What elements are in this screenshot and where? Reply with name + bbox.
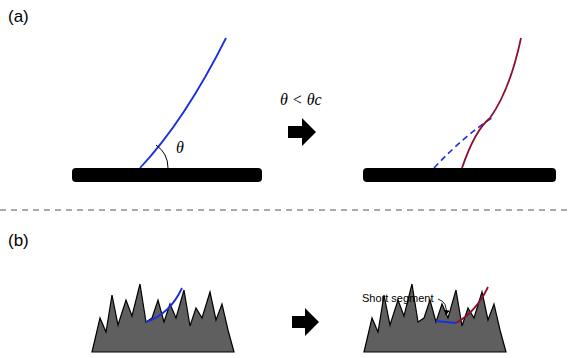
transition-arrow bbox=[288, 118, 316, 146]
short-segment bbox=[436, 321, 456, 323]
fiber-curve bbox=[140, 38, 226, 168]
panel-label: (b) bbox=[8, 232, 29, 249]
flat-surface bbox=[72, 168, 262, 182]
fiber-curve bbox=[456, 287, 488, 323]
separator bbox=[0, 210, 570, 211]
flat-surface bbox=[363, 168, 556, 182]
angle-label: θ bbox=[176, 140, 184, 156]
fiber-curve bbox=[462, 38, 521, 168]
callout-label: Short segment bbox=[362, 293, 434, 304]
panel-label: (a) bbox=[8, 8, 29, 25]
angle-arc bbox=[156, 145, 168, 168]
transition-arrow bbox=[292, 308, 319, 336]
rough-surface bbox=[92, 284, 234, 352]
fiber-curve bbox=[146, 288, 182, 322]
leader-line bbox=[438, 299, 446, 315]
condition-label: θ < θc bbox=[280, 92, 322, 108]
